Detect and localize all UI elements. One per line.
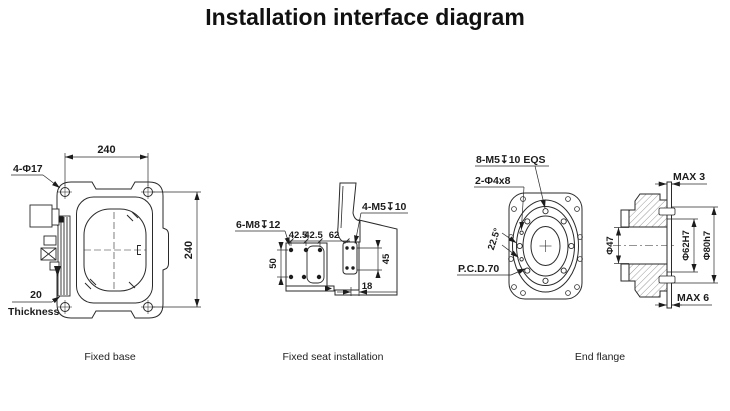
label-tapped-holes: 8-M5↧10 EQS <box>476 154 546 166</box>
seat-arm-link <box>337 182 361 243</box>
dim-pilot-text: Φ80h7 <box>702 231 713 260</box>
dim-width-text: 240 <box>97 144 115 156</box>
seat-seam-arrow <box>325 285 332 292</box>
caption-end-flange: End flange <box>574 351 626 363</box>
section-rim-upper <box>620 209 630 228</box>
drawing-text-labels: 4-Φ17 240 240 20 Thickness 6-M8↧12 4-M5↧… <box>8 144 713 318</box>
base-orientation-ticks <box>84 211 141 290</box>
seat-arm-inner-line <box>340 185 344 229</box>
dim-max-top-text: MAX 3 <box>673 171 705 183</box>
section-flange-disc <box>666 181 672 309</box>
section-rim-lower <box>620 263 630 282</box>
base-centerlines <box>84 212 146 290</box>
base-connector-assembly <box>29 204 71 297</box>
end-flange-section-view <box>613 181 718 309</box>
label-pcd-leader <box>457 268 527 276</box>
label-flange-holes: 4-M5↧10 <box>362 201 407 213</box>
dim-chain-top <box>286 238 350 246</box>
label-bracket-holes: 6-M8↧12 <box>236 219 281 231</box>
label-pin-holes-leader <box>474 186 525 231</box>
base-corner-holes <box>58 185 155 314</box>
base-plate-outline <box>56 181 169 319</box>
flange-center-mark <box>539 240 552 252</box>
label-flange-holes-leader <box>354 212 408 244</box>
dim-a-text: 42.5 <box>289 230 308 241</box>
dim-angle-text: 22.5° <box>486 227 503 252</box>
label-thickness-leader <box>12 296 61 304</box>
thickness-word-text: Thickness <box>8 306 60 318</box>
section-pin-upper <box>658 207 676 216</box>
section-upper-wall <box>628 193 668 228</box>
dim-width-240 <box>64 153 149 186</box>
seat-side-flange-holes <box>345 246 355 270</box>
seat-side-flange <box>342 241 358 275</box>
end-flange-face-view <box>457 165 583 300</box>
label-pin-holes: 2-Φ4x8 <box>475 175 511 187</box>
dim-c-text: 62 <box>329 230 340 241</box>
seat-bracket-holes <box>288 247 323 280</box>
caption-fixed-base: Fixed base <box>84 351 136 363</box>
label-tapped-holes-leader <box>475 165 549 209</box>
seat-bracket-foot <box>285 285 335 292</box>
label-corner-holes-leader <box>11 174 61 189</box>
dim-spigot-text: Φ62H7 <box>681 230 692 261</box>
seat-bracket-window <box>306 245 325 284</box>
dim-bore-text: Φ47 <box>605 236 616 254</box>
fixed-base-figure <box>11 153 201 319</box>
dim-spigot-62 <box>667 218 698 273</box>
dim-offset-18 <box>337 287 397 296</box>
fixed-seat-figure <box>235 182 408 296</box>
dim-row-spacing <box>277 241 288 286</box>
dim-flange-height-text: 45 <box>381 253 392 264</box>
thickness-value-text: 20 <box>30 289 42 301</box>
section-pin-lower <box>658 275 676 284</box>
dim-angle-leaders <box>501 232 519 258</box>
dim-flange-height <box>357 239 382 279</box>
dim-b-text: 42.5 <box>304 230 323 241</box>
dim-height-text: 240 <box>183 241 195 259</box>
label-corner-holes: 4-Φ17 <box>13 163 43 175</box>
dim-row-spacing-text: 50 <box>268 258 279 269</box>
dim-pilot-80 <box>671 206 718 284</box>
dim-max-bottom-text: MAX 6 <box>677 292 709 304</box>
dim-height-240 <box>153 191 201 308</box>
label-pcd: P.C.D.70 <box>458 263 499 275</box>
page-title: Installation interface diagram <box>205 4 525 30</box>
label-bracket-holes-leader <box>235 230 290 246</box>
flange-pin-holes <box>519 230 524 262</box>
caption-fixed-seat: Fixed seat installation <box>282 351 384 363</box>
dim-offset-text: 18 <box>362 281 373 292</box>
dim-bore-47 <box>614 227 629 264</box>
base-inner-frame <box>76 196 153 304</box>
